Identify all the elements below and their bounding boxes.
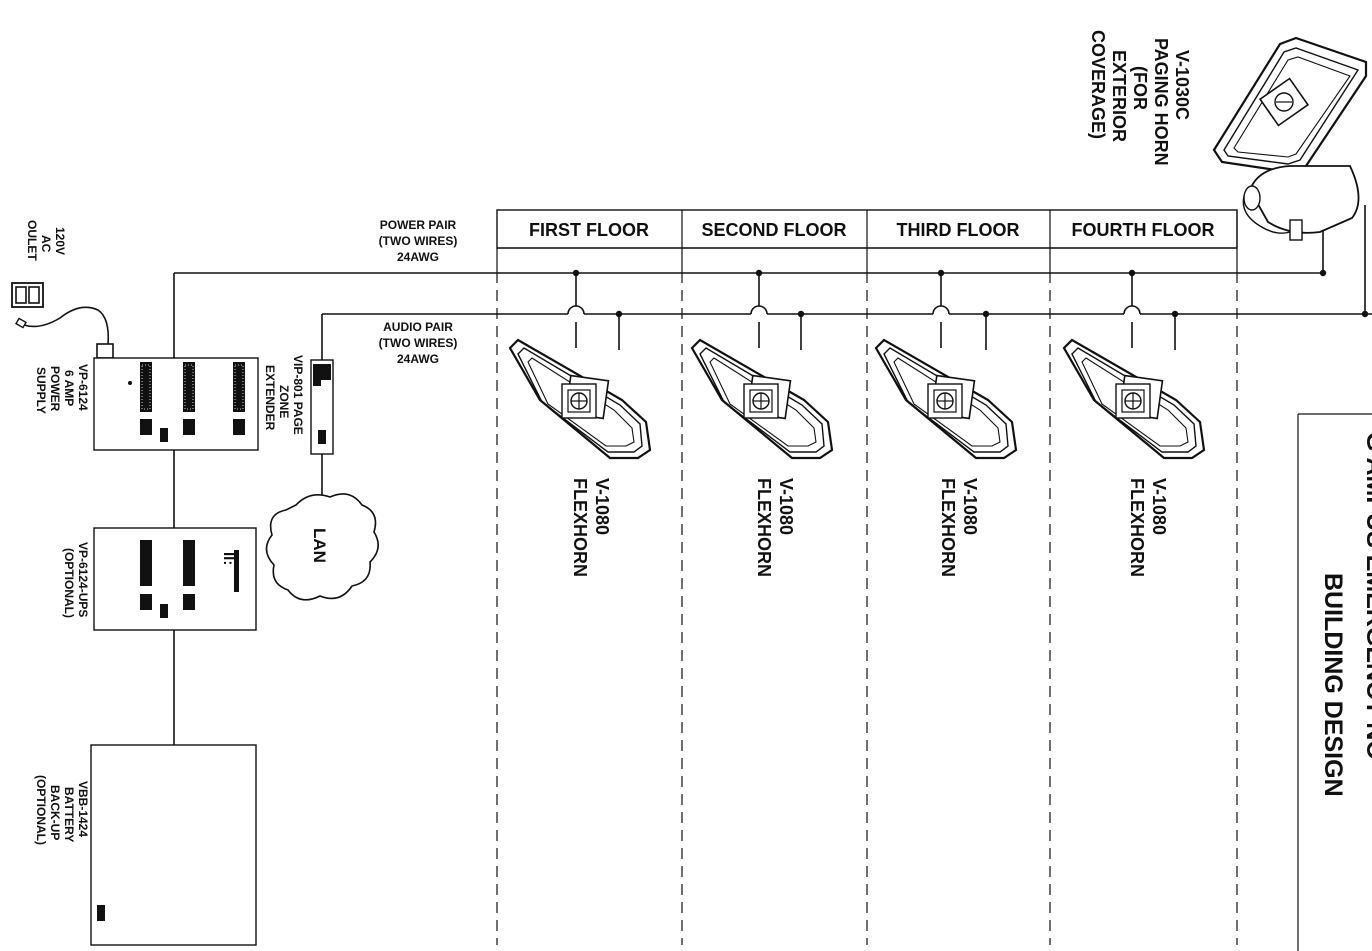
paging-horn-v1030c: V-1030C PAGING HORN (FOR EXTERIOR COVERA… [1088,30,1368,241]
svg-text:PAGING HORN: PAGING HORN [1151,38,1171,166]
speaker-model: V-1080 [960,478,980,535]
speaker-drops [572,269,1369,350]
svg-text:BACK-UP: BACK-UP [48,785,62,840]
audio-pair-wire [321,205,1372,360]
power-pair-wire [173,220,1324,358]
svg-text:POWER: POWER [48,366,62,412]
speaker-model: V-1080 [592,478,612,535]
svg-text:II:: II: [220,552,237,565]
svg-text:POWER PAIR: POWER PAIR [380,218,457,232]
floor-header-table: FIRST FLOOR SECOND FLOOR THIRD FLOOR FOU… [496,209,1238,272]
svg-text:ZONE: ZONE [277,385,291,418]
title-block: BUILDING DESIGN G AMPUS EMERGENCY NO [1297,413,1372,951]
svg-text:24AWG: 24AWG [397,250,439,264]
svg-text:(TWO WIRES): (TWO WIRES) [379,234,458,248]
svg-text:COVERAGE): COVERAGE) [1088,30,1108,139]
lan-label: LAN [310,528,329,563]
svg-text:24AWG: 24AWG [397,352,439,366]
floor-label-second: SECOND FLOOR [701,220,846,240]
floor-label-third: THIRD FLOOR [897,220,1020,240]
svg-text:EXTENDER: EXTENDER [263,365,277,431]
svg-text:OULET: OULET [25,220,39,261]
svg-text:6 AMP: 6 AMP [62,370,76,406]
power-pair-label: POWER PAIR (TWO WIRES) 24AWG [379,218,458,264]
speaker-second-floor: V-1080 FLEXHORN [690,338,834,577]
svg-text:(OPTIONAL): (OPTIONAL) [34,775,48,845]
title-main: BUILDING DESIGN [1319,573,1347,797]
audio-pair-label: AUDIO PAIR (TWO WIRES) 24AWG [379,320,458,366]
title-partial: G AMPUS EMERGENCY NO [1361,432,1372,760]
ups-vp6124: II: VP-6124-UPS (OPTIONAL) [62,527,257,631]
speaker-type: FLEXHORN [1127,478,1147,577]
speaker-first-floor: V-1080 FLEXHORN [508,338,652,577]
svg-text:VP-6124: VP-6124 [76,364,90,411]
power-supply-vp6124: VP-6124 6 AMP POWER SUPPLY [34,357,259,451]
speaker-fourth-floor: V-1080 FLEXHORN [1062,338,1206,577]
speaker-type: FLEXHORN [754,478,774,577]
lan-cloud: LAN [265,493,379,601]
svg-text:VIP-801 PAGE: VIP-801 PAGE [291,355,305,435]
svg-text:AC: AC [39,235,53,253]
speaker-model: V-1080 [776,478,796,535]
svg-text:VP-6124-UPS: VP-6124-UPS [76,542,90,617]
svg-text:VBB-1424: VBB-1424 [76,781,90,837]
speaker-third-floor: V-1080 FLEXHORN [874,338,1018,577]
svg-text:SUPPLY: SUPPLY [34,367,48,414]
svg-text:120V: 120V [53,227,67,255]
zone-extender-vip801: VIP-801 PAGE ZONE EXTENDER [263,355,334,455]
ac-outlet: 120V AC OULET [11,220,114,359]
svg-text:V-1030C: V-1030C [1172,50,1192,120]
floor-dividers [496,272,1238,945]
battery-vbb1424: VBB-1424 BATTERY BACK-UP (OPTIONAL) [34,744,257,946]
svg-text:BATTERY: BATTERY [62,787,76,842]
speaker-model: V-1080 [1149,478,1169,535]
svg-text:(TWO WIRES): (TWO WIRES) [379,336,458,350]
svg-text:EXTERIOR: EXTERIOR [1109,50,1129,142]
speaker-type: FLEXHORN [570,478,590,577]
speaker-type: FLEXHORN [938,478,958,577]
svg-text:AUDIO PAIR: AUDIO PAIR [383,320,453,334]
svg-text:(FOR: (FOR [1130,66,1150,110]
floor-label-first: FIRST FLOOR [529,220,649,240]
svg-text:(OPTIONAL): (OPTIONAL) [62,548,76,618]
floor-label-fourth: FOURTH FLOOR [1072,220,1215,240]
